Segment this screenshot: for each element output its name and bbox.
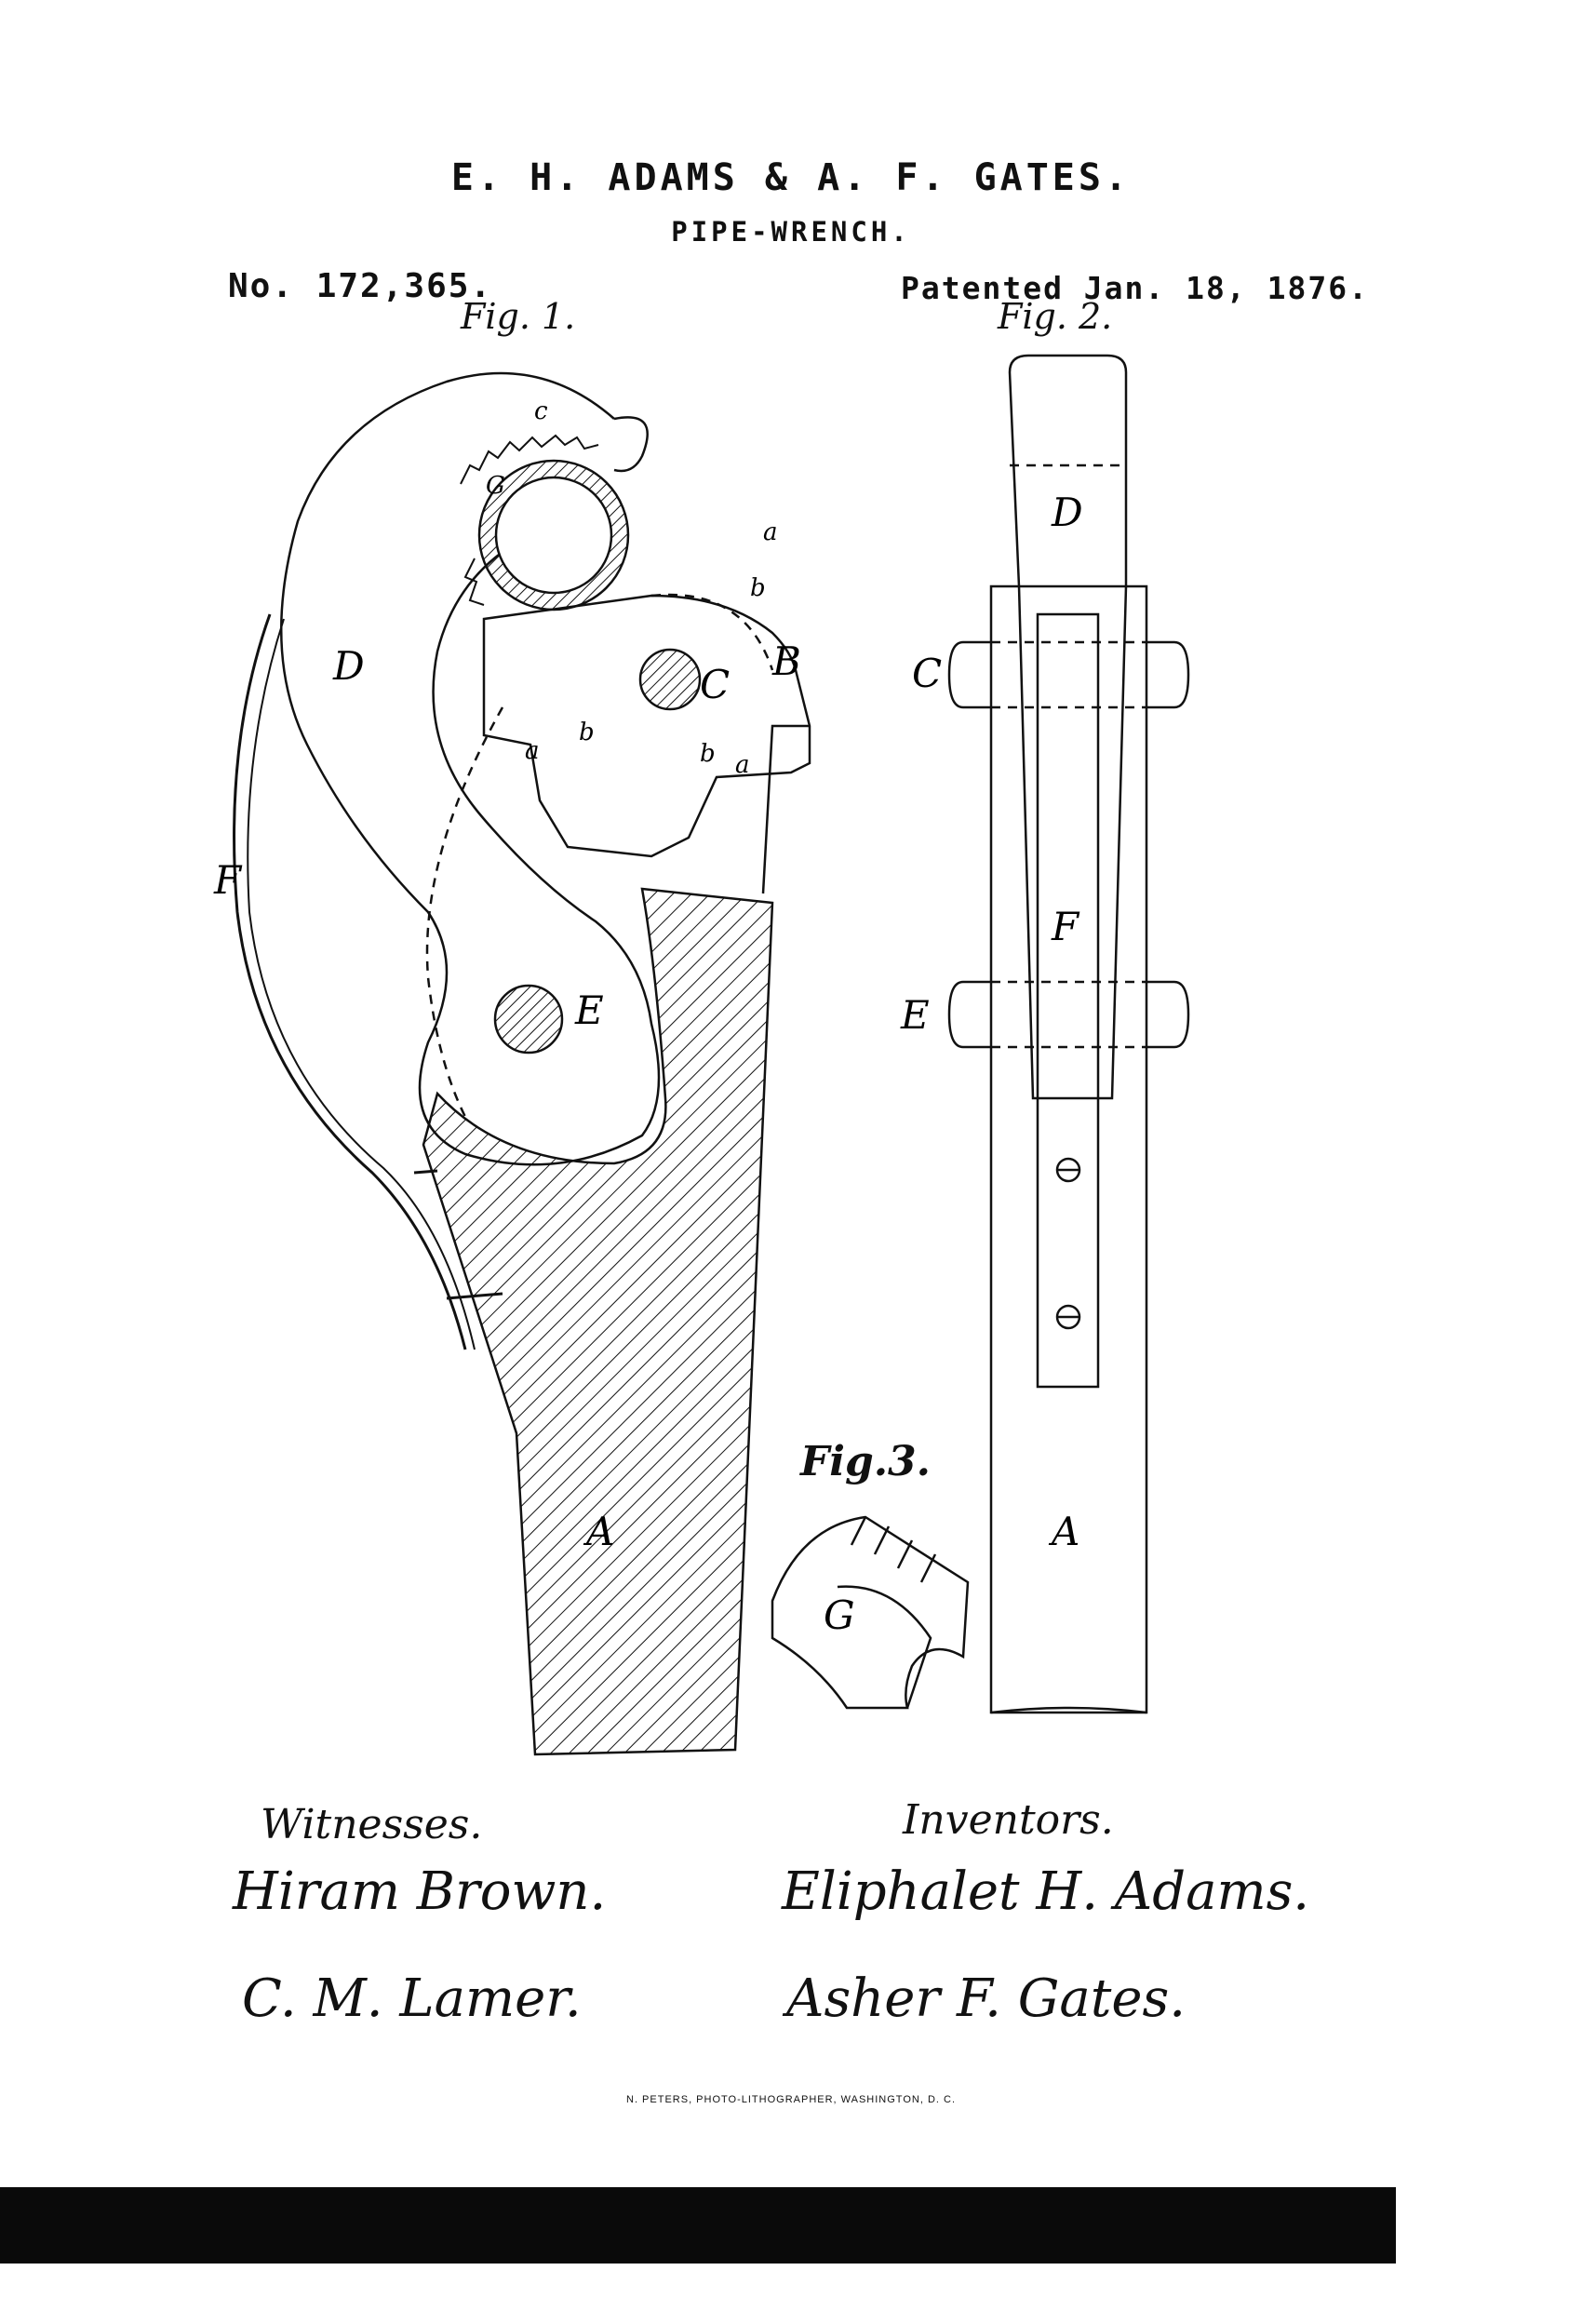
patent-date: Patented Jan. 18, 1876. [901, 270, 1369, 306]
fig1-label-a-tooth: a [763, 518, 778, 546]
fig1-label-a: A [583, 1509, 614, 1554]
inventor-signature-1: Eliphalet H. Adams. [782, 1861, 1310, 1922]
fig1-label-b-tooth3: b [700, 740, 716, 768]
fig2-caption: Fig. 2. [998, 296, 1113, 337]
fig3-jaw-g [771, 1515, 970, 1710]
inventor-signature-2: Asher F. Gates. [786, 1968, 1186, 2029]
fig2-label-a: A [1048, 1509, 1079, 1554]
fig1-label-b-tooth2: b [579, 719, 595, 746]
fig1-teeth [460, 434, 599, 485]
fig2-label-d: D [1051, 490, 1083, 535]
fig1-label-b-tooth: b [750, 574, 766, 602]
fig2-drawing [947, 354, 1190, 1714]
invention-title: PIPE-WRENCH. [671, 216, 911, 248]
fig1-drawing [233, 371, 811, 1756]
fig1-label-d: D [332, 643, 365, 689]
fig1-label-b: B [771, 638, 801, 684]
fig2-pivot-e [947, 980, 1190, 1049]
fig1-label-f: F [213, 857, 243, 903]
lithographer-credit: N. PETERS, PHOTO-LITHOGRAPHER, WASHINGTO… [626, 2094, 956, 2105]
scan-edge-band [0, 2187, 1396, 2264]
fig1-label-c: C [700, 662, 730, 707]
fig1-spring-f [233, 613, 467, 1350]
fig3-label-g: G [824, 1592, 855, 1638]
fig2-label-e: E [900, 992, 930, 1038]
fig1-pivot-c [638, 648, 702, 711]
inventors-heading: Inventors. [903, 1796, 1114, 1844]
inventors-line: E. H. ADAMS & A. F. GATES. [450, 156, 1132, 199]
patent-number: No. 172,365. [228, 267, 493, 305]
fig1-head-edge [761, 724, 810, 894]
fig2-label-f: F [1051, 904, 1080, 949]
witnesses-heading: Witnesses. [261, 1801, 483, 1848]
fig1-pipe-inner [494, 476, 613, 595]
fig1-pivot-e [493, 984, 564, 1055]
fig1-label-c-small: c [534, 397, 548, 425]
fig1-jaw-d [279, 371, 661, 1166]
fig3-caption: Fig.3. [800, 1438, 931, 1485]
fig2-jaw-d [1008, 354, 1128, 1100]
witness-signature-2: C. M. Lamer. [242, 1968, 582, 2029]
fig1-label-a-tooth2: a [525, 737, 540, 765]
fig1-label-g: G [486, 472, 505, 500]
fig1-label-a-tooth3: a [735, 751, 750, 779]
fig1-handle-a [422, 887, 774, 1756]
fig2-label-c: C [912, 651, 942, 696]
fig1-caption: Fig. 1. [461, 296, 576, 337]
fig2-pivot-c [947, 640, 1190, 709]
fig3-drawing [771, 1515, 970, 1710]
witness-signature-1: Hiram Brown. [233, 1861, 607, 1922]
fig2-spring-f [1036, 612, 1100, 1389]
fig1-label-e: E [574, 987, 604, 1033]
fig1-cam-b [482, 594, 811, 858]
